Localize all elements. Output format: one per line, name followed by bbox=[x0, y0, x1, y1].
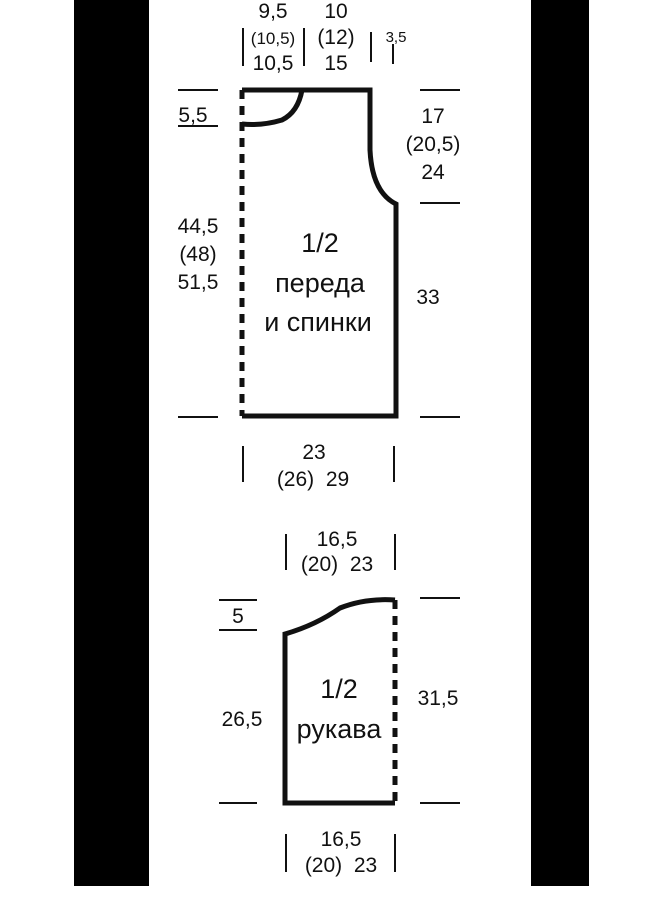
sleeve-bottom-width-label: (20) 23 bbox=[305, 854, 377, 877]
neck-width-label: 9,5 bbox=[258, 0, 287, 23]
sleeve-bottom-width-label: 16,5 bbox=[321, 828, 362, 851]
armhole-label: 24 bbox=[421, 161, 445, 184]
front-back-left-measurements: 5,5 44,5 (48) 51,5 bbox=[178, 89, 219, 418]
front-back-top-measurements: 9,5 (10,5) 10,5 10 (12) 15 3,5 bbox=[242, 0, 407, 75]
side-length-label: 51,5 bbox=[178, 271, 219, 294]
neck-width-label: (10,5) bbox=[251, 29, 295, 48]
shoulder-width-label: (12) bbox=[317, 26, 354, 49]
sleeve-piece bbox=[282, 597, 398, 806]
sleeve-cap-height-label: 5 bbox=[232, 605, 244, 628]
sleeve-outline bbox=[282, 597, 396, 806]
front-back-label-line: переда bbox=[275, 268, 366, 298]
neck-depth-label: 5,5 bbox=[178, 104, 207, 127]
sleeve-label-line: 1/2 bbox=[320, 674, 358, 704]
side-length-label: 44,5 bbox=[178, 215, 219, 238]
neck-width-label: 10,5 bbox=[253, 52, 294, 75]
front-back-piece-label: 1/2 переда и спинки bbox=[264, 228, 372, 337]
sleeve-left-height-label: 26,5 bbox=[222, 708, 263, 731]
sleeve-right-measurements: 31,5 bbox=[418, 597, 460, 804]
front-back-right-measurements: 17 (20,5) 24 33 bbox=[406, 89, 461, 418]
front-back-outline bbox=[241, 87, 399, 419]
armhole-label: 17 bbox=[421, 105, 444, 128]
front-back-label-line: 1/2 bbox=[301, 228, 339, 258]
armhole-label: (20,5) bbox=[406, 133, 461, 156]
sleeve-top-measurement: 16,5 (20) 23 bbox=[285, 528, 396, 576]
sleeve-left-measurements: 5 26,5 bbox=[219, 599, 263, 804]
bottom-width-label: 23 bbox=[302, 441, 325, 464]
sleeve-top-width-label: 16,5 bbox=[317, 528, 358, 551]
sleeve-piece-label: 1/2 рукава bbox=[297, 674, 383, 744]
front-back-label-line: и спинки bbox=[264, 307, 372, 337]
sleeve-label-line: рукава bbox=[297, 714, 383, 744]
front-back-piece bbox=[239, 87, 399, 419]
sleeve-top-width-label: (20) 23 bbox=[301, 553, 373, 576]
right-black-bar bbox=[531, 0, 589, 886]
left-black-bar bbox=[74, 0, 149, 886]
sleeve-bottom-measurement: 16,5 (20) 23 bbox=[285, 828, 396, 877]
shoulder-width-label: 10 bbox=[324, 0, 347, 23]
edge-width-label: 3,5 bbox=[386, 29, 407, 46]
sleeve-right-height-label: 31,5 bbox=[418, 687, 459, 710]
shoulder-width-label: 15 bbox=[324, 52, 347, 75]
front-back-bottom-measurement: 23 (26) 29 bbox=[242, 441, 395, 491]
bottom-width-label: (26) 29 bbox=[277, 468, 349, 491]
side-lower-label: 33 bbox=[416, 286, 439, 309]
side-length-label: (48) bbox=[179, 243, 216, 266]
